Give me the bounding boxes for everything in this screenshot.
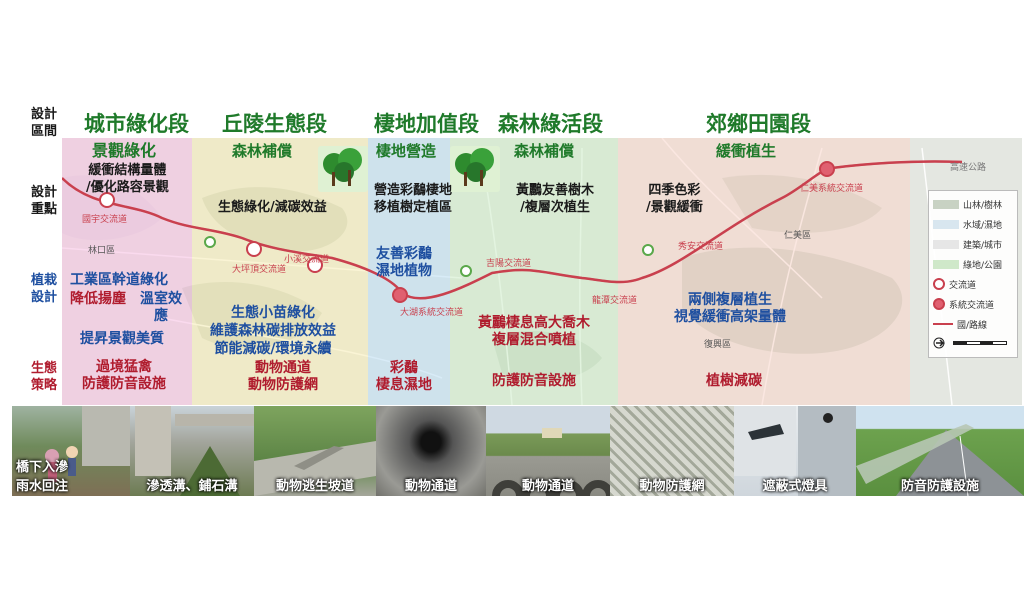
photo-noise-barrier: 防音防護設施 (856, 406, 1024, 496)
map-legend: 山林/樹林 水域/濕地 建築/城市 綠地/公園 交流道 系統交流道 國/路線 (928, 190, 1018, 358)
planting-urban-1: 工業區幹道綠化 (70, 272, 168, 288)
eco-habitat: 彩鷸 棲息濕地 (376, 360, 432, 393)
segment-title-rural: 郊鄉田園段 (706, 112, 811, 136)
map-label: 仁美區 (784, 231, 812, 241)
photo-animal-fence: 動物防護網 (610, 406, 734, 496)
photo-escape-ramp: 動物逃生坡道 (254, 406, 376, 496)
flower-marker (204, 236, 216, 248)
eco-urban: 過境猛禽 防護防音設施 (82, 359, 166, 392)
legend-label: 綠地/公園 (963, 260, 1003, 271)
planting-urban-4: 提昇景觀美質 (80, 331, 164, 347)
photo-caption: 動物通道 (521, 479, 574, 494)
route-overlay (62, 160, 963, 303)
planting-urban-3: 溫室效 應 (140, 291, 182, 324)
photo-shielded-lamp: 遮蔽式燈具 (734, 406, 856, 496)
system-interchange-marker (819, 161, 835, 177)
map-label: 復興區 (704, 340, 732, 350)
photo-animal-culvert: 動物通道 (486, 406, 610, 496)
row-label-planting: 植栽 設計 (30, 273, 57, 305)
photo-caption: 橋下入滲 雨水回注 (16, 460, 69, 494)
focus-note-hill: 生態綠化/減碳效益 (218, 200, 327, 215)
zone-rural (618, 138, 910, 405)
zone-habitat (368, 138, 450, 405)
focus-habitat: 棲地營造 (376, 142, 437, 160)
map-label: 吉陽交流道 (486, 259, 532, 269)
segment-title-urban: 城市綠化段 (84, 112, 189, 136)
legend-swatch (933, 259, 959, 269)
system-interchange-marker (392, 287, 408, 303)
eco-hill: 動物通道 動物防護網 (248, 360, 318, 393)
legend-label: 水域/濕地 (963, 220, 1003, 231)
flower-marker (642, 244, 654, 256)
flower-marker (460, 265, 472, 277)
legend-label: 山林/樹林 (963, 200, 1003, 211)
tree-icon (318, 146, 368, 192)
legend-swatch (933, 219, 959, 229)
planting-forest: 黃鸝棲息高大喬木 複層混合噴植 (478, 315, 590, 348)
photo-caption: 防音防護設施 (900, 479, 979, 494)
planting-urban-2: 降低揚塵 (70, 291, 126, 307)
interchange-marker (99, 192, 115, 208)
legend-label: 建築/城市 (963, 240, 1003, 251)
photo-caption: 動物防護網 (639, 479, 705, 494)
map-label: 秀安交流道 (678, 242, 724, 252)
legend-label: 系統交流道 (949, 300, 995, 311)
segment-title-hill: 丘陵生態段 (222, 112, 327, 136)
interchange-icon (933, 278, 945, 290)
north-arrow-icon (933, 337, 947, 352)
focus-rural: 緩衝植生 (716, 142, 777, 160)
focus-note-rural: 四季色彩 /景觀緩衝 (646, 183, 703, 215)
legend-label: 交流道 (949, 280, 977, 291)
route-line-icon (933, 323, 953, 325)
focus-note-forest: 黃鸝友善樹木 /複層次植生 (516, 183, 595, 215)
focus-note-habitat: 營造彩鷸棲地 移植樹定植區 (374, 183, 453, 215)
interchange-marker (246, 241, 262, 257)
row-label-focus: 設計 重點 (30, 185, 57, 217)
map-label: 國宇交流道 (82, 215, 128, 225)
eco-forest: 防護防音設施 (492, 373, 576, 389)
focus-forest: 森林補償 (514, 142, 575, 160)
focus-note-urban: 緩衝結構量體 /優化路容景觀 (86, 163, 169, 195)
photo-animal-tunnel: 動物通道 (376, 406, 486, 496)
legend-swatch (933, 239, 959, 249)
photo-caption: 動物通道 (404, 479, 457, 494)
zone-urban (62, 138, 192, 405)
photo-rain-infiltration: 橋下入滲 雨水回注 (12, 406, 130, 496)
map-label: 林口區 (88, 246, 116, 256)
planting-rural: 兩側複層植生 視覺緩衝高架量體 (674, 292, 786, 325)
scale-bar (953, 341, 1007, 345)
eco-rural: 植樹減碳 (706, 373, 762, 389)
segment-title-habitat: 棲地加值段 (374, 112, 479, 136)
segment-title-forest: 森林綠活段 (498, 112, 603, 136)
interchange-marker (307, 257, 323, 273)
map-label: 大坪頂交流道 (232, 265, 287, 275)
photo-caption: 滲透溝、鋪石溝 (146, 479, 238, 494)
legend-swatch (933, 199, 959, 209)
row-label-eco: 生態 策略 (30, 361, 57, 393)
row-label-zone: 設計 區間 (30, 107, 57, 139)
planting-habitat: 友善彩鷸 濕地植物 (376, 246, 432, 279)
map-label: 大湖系統交流道 (400, 308, 464, 318)
focus-urban: 景觀綠化 (92, 141, 157, 160)
map-label: 高速公路 (950, 163, 987, 173)
photo-caption: 動物逃生坡道 (275, 479, 354, 494)
map-label: 仁美系統交流道 (800, 184, 864, 194)
planting-hill: 生態小苗綠化 維護森林碳排放效益 節能減碳/環境永續 (210, 305, 336, 357)
photo-infiltration-ditch: 滲透溝、鋪石溝 (130, 406, 254, 496)
map-label: 龍潭交流道 (592, 296, 638, 306)
system-interchange-icon (933, 298, 945, 310)
tree-icon (450, 146, 500, 192)
legend-label: 國/路線 (957, 320, 988, 331)
focus-hill: 森林補償 (232, 142, 293, 160)
map-label: 小溪交流道 (284, 255, 330, 265)
photo-caption: 遮蔽式燈具 (762, 479, 828, 494)
